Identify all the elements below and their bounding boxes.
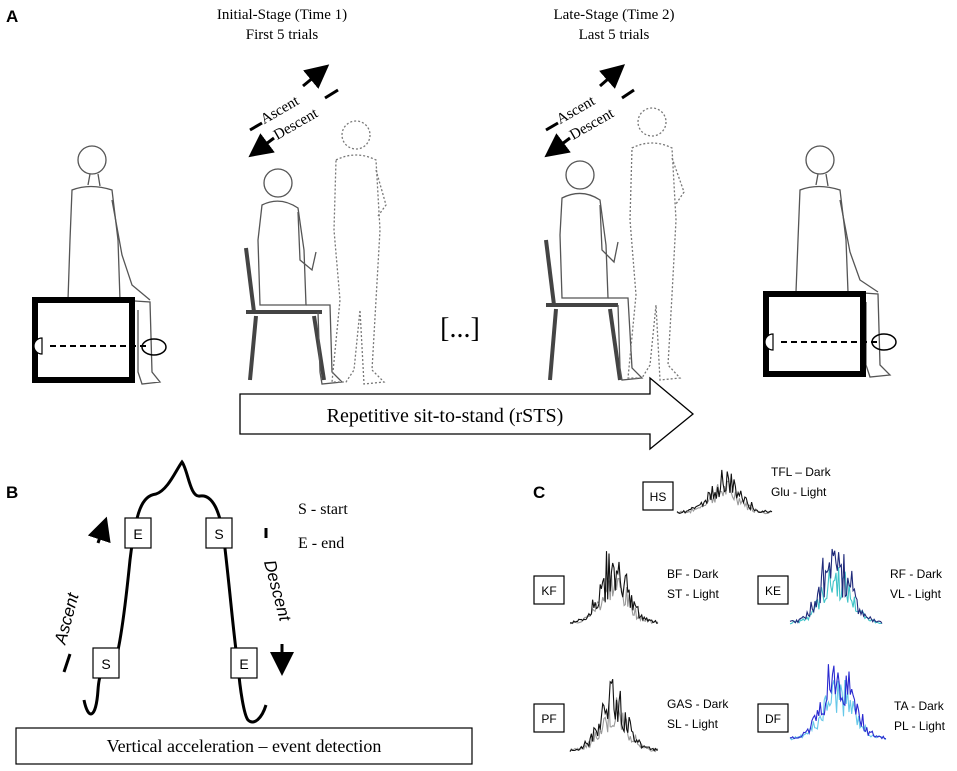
kf-dark-trace bbox=[570, 551, 659, 624]
ascent-start-marker bbox=[92, 647, 120, 679]
stage2-standing-figure bbox=[627, 107, 685, 381]
stage1-descent-dash bbox=[324, 88, 339, 100]
final-sensor-icon bbox=[764, 333, 774, 351]
pf-dark-trace bbox=[569, 679, 659, 752]
acceleration-curve bbox=[82, 459, 268, 724]
df-box-label: DF bbox=[765, 712, 781, 726]
panel-a: A Initial-Stage (Time 1) First 5 trials … bbox=[6, 7, 897, 451]
stage2-subtitle: Last 5 trials bbox=[579, 27, 650, 43]
kf-box-label: KF bbox=[541, 584, 556, 598]
stage2-seated-figure bbox=[559, 160, 644, 381]
event-detection-box bbox=[15, 727, 473, 765]
rsts-arrow bbox=[239, 376, 695, 451]
pf-light-trace bbox=[569, 697, 659, 753]
ascent-label: Ascent bbox=[51, 590, 83, 647]
stage2-descent-dash bbox=[621, 88, 635, 100]
end-legend: E - end bbox=[298, 535, 344, 552]
hs-dark-trace bbox=[676, 469, 773, 515]
hs-dark-label: TFL – Dark bbox=[771, 465, 832, 479]
stage2-ascent-arrow bbox=[599, 64, 626, 89]
ascent-up-arrow bbox=[87, 516, 111, 544]
rsts-arrow-label: Repetitive sit-to-stand (rSTS) bbox=[327, 405, 564, 427]
stage1-standing-figure bbox=[331, 120, 387, 385]
df-dark-label: TA - Dark bbox=[894, 699, 945, 713]
stage1-subtitle: First 5 trials bbox=[246, 27, 319, 43]
baseline-box bbox=[32, 297, 135, 383]
stage2-descent-arrow bbox=[544, 133, 571, 158]
ke-box-label: KE bbox=[765, 584, 781, 598]
stage2-title: Late-Stage (Time 2) bbox=[553, 7, 674, 23]
df-light-trace bbox=[789, 679, 887, 741]
panel-c: C HS TFL – Dark Glu - Light KF BF - Dark… bbox=[533, 465, 946, 753]
kf-box bbox=[533, 575, 565, 605]
stage2-ascent-dash bbox=[545, 121, 559, 132]
ascent-end-marker-text: E bbox=[133, 526, 142, 542]
hs-box-label: HS bbox=[650, 490, 667, 504]
panel-c-label: C bbox=[533, 483, 545, 502]
stage2-chair bbox=[544, 239, 622, 381]
final-box bbox=[763, 291, 866, 377]
hs-box bbox=[642, 481, 674, 511]
stage1-title: Initial-Stage (Time 1) bbox=[217, 7, 347, 23]
df-dark-trace bbox=[789, 664, 887, 740]
pf-light-label: SL - Light bbox=[667, 717, 719, 731]
df-light-label: PL - Light bbox=[894, 719, 946, 733]
ke-dark-trace bbox=[789, 548, 883, 624]
descent-end-marker bbox=[230, 647, 258, 679]
ascent-end-marker bbox=[124, 517, 152, 549]
pf-dark-label: GAS - Dark bbox=[667, 697, 729, 711]
stage1-ascent-arrow bbox=[302, 64, 330, 89]
kf-light-trace bbox=[569, 575, 659, 625]
ke-box bbox=[757, 575, 789, 605]
kf-dark-label: BF - Dark bbox=[667, 567, 719, 581]
stage1-ascent-dash bbox=[249, 121, 263, 132]
stage1-descent-arrow bbox=[248, 133, 275, 158]
baseline-ankle-strap bbox=[141, 338, 167, 356]
trials-ellipsis: [...] bbox=[440, 313, 480, 344]
descent-label: Descent bbox=[260, 558, 295, 624]
ascent-start-marker-text: S bbox=[101, 656, 110, 672]
pf-box bbox=[533, 703, 565, 733]
descent-start-marker bbox=[205, 517, 233, 549]
hs-light-label: Glu - Light bbox=[771, 485, 827, 499]
event-detection-label: Vertical acceleration – event detection bbox=[107, 736, 382, 756]
baseline-seated-figure bbox=[67, 145, 162, 385]
ke-dark-label: RF - Dark bbox=[890, 567, 943, 581]
panel-b: B E S S E S - start E - end Ascent Desce… bbox=[6, 459, 473, 765]
descent-end-marker-text: E bbox=[239, 656, 248, 672]
final-ankle-strap bbox=[871, 333, 897, 351]
ascent-dash bbox=[62, 653, 72, 673]
panel-a-label: A bbox=[6, 7, 18, 26]
panel-b-label: B bbox=[6, 483, 18, 502]
stage1-seated-figure bbox=[257, 168, 344, 385]
baseline-sensor-icon bbox=[33, 337, 43, 355]
start-legend: S - start bbox=[298, 501, 348, 518]
descent-start-marker-text: S bbox=[214, 526, 223, 542]
ke-light-trace bbox=[789, 567, 883, 625]
df-box bbox=[757, 703, 789, 733]
pf-box-label: PF bbox=[541, 712, 556, 726]
ke-light-label: VL - Light bbox=[890, 587, 942, 601]
kf-light-label: ST - Light bbox=[667, 587, 719, 601]
